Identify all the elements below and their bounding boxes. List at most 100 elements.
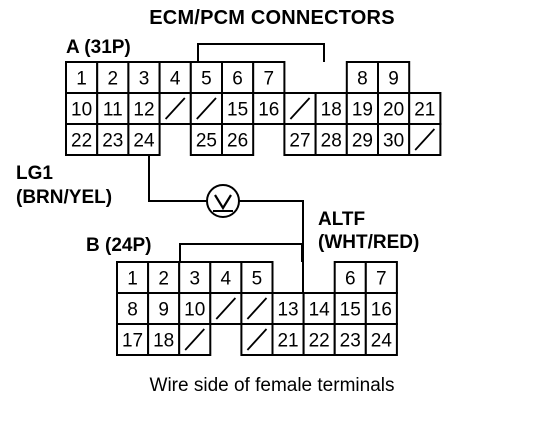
- diagram-title: ECM/PCM CONNECTORS: [149, 7, 395, 29]
- connector-a-cell: 22: [65, 123, 99, 156]
- connector-a-terminal-number: 10: [71, 100, 92, 121]
- connector-a-terminal-number: 19: [352, 100, 373, 121]
- connector-b-terminal-number: 8: [127, 300, 138, 321]
- connector-b-cell: 3: [178, 261, 212, 294]
- connector-a-cell: 8: [345, 61, 379, 94]
- connector-b-cell: 8: [116, 292, 150, 325]
- connector-a-terminal-number: 1: [76, 69, 87, 90]
- connector-a-cell: 20: [377, 92, 411, 125]
- connector-b-terminal-number: 21: [277, 331, 298, 352]
- connector-b-terminal-number: 13: [277, 300, 298, 321]
- connector-a-terminal-number: 11: [103, 100, 123, 121]
- connector-a-cell: 1: [65, 61, 99, 94]
- connector-a-terminal-number: 5: [201, 69, 212, 90]
- connector-a-terminal-number: 16: [258, 100, 279, 121]
- connector-a-empty-slot: [414, 128, 436, 151]
- connector-b-cell: 21: [271, 323, 305, 356]
- connector-b-cell: 4: [209, 261, 243, 294]
- connector-a-cell: 15: [221, 92, 255, 125]
- connector-b-terminal-number: 7: [376, 269, 387, 290]
- connector-a-cell: 27: [283, 123, 317, 156]
- connector-a-terminal-number: 26: [227, 131, 248, 152]
- connector-b-cell: 18: [147, 323, 181, 356]
- diagram-caption: Wire side of female terminals: [149, 375, 395, 396]
- connector-b-cell: 9: [147, 292, 181, 325]
- connector-b-cell: 6: [333, 261, 367, 294]
- connector-b-terminal-number: 3: [189, 269, 200, 290]
- wire-lg1-color: (BRN/YEL): [16, 187, 113, 208]
- connector-a-cell: 7: [252, 61, 286, 94]
- connector-a-cell: 28: [314, 123, 348, 156]
- connector-a-cell: 6: [221, 61, 255, 94]
- connector-a-terminal-number: 2: [108, 69, 119, 90]
- connector-b-terminal-number: 22: [309, 331, 330, 352]
- connector-b-cell: 2: [147, 261, 181, 294]
- wire-altf-color: (WHT/RED): [318, 232, 420, 253]
- connector-b-empty-slot: [246, 328, 268, 351]
- connector-a-cell: 11: [96, 92, 130, 125]
- connector-a-terminal-number: 7: [264, 69, 275, 90]
- connector-a-cell: [283, 92, 317, 125]
- connector-a-terminal-number: 23: [102, 131, 123, 152]
- connector-b-cell: 10: [178, 292, 212, 325]
- connector-b-terminal-number: 18: [153, 331, 174, 352]
- connector-b-cell: 1: [116, 261, 150, 294]
- connector-b-cell: 13: [271, 292, 305, 325]
- connector-b-terminal-number: 4: [221, 269, 232, 290]
- connector-a-cell: 21: [408, 92, 442, 125]
- wire-lg1: [148, 155, 207, 202]
- wire-lg1-name: LG1: [16, 163, 53, 184]
- connector-b-cell: [178, 323, 212, 356]
- wiring: [148, 155, 304, 292]
- connector-a-cell: 24: [127, 123, 161, 156]
- connector-a-cell: 16: [252, 92, 286, 125]
- connector-b-terminal-number: 10: [184, 300, 205, 321]
- connector-a-cell: [408, 123, 442, 156]
- connector-a-cell: 18: [314, 92, 348, 125]
- wire-altf: [239, 200, 304, 292]
- connector-a-terminal-number: 24: [133, 131, 155, 152]
- connector-b-terminal-number: 23: [340, 331, 361, 352]
- connector-b-cell: 15: [333, 292, 367, 325]
- connector-a-tab: [197, 43, 325, 62]
- connector-a-terminal-number: 12: [133, 100, 154, 121]
- connector-a-terminal-number: 9: [388, 69, 399, 90]
- connector-b-cell: 24: [364, 323, 398, 356]
- connector-a-cell: 9: [377, 61, 411, 94]
- connector-b-terminal-number: 5: [252, 269, 263, 290]
- connector-b-cell: 16: [364, 292, 398, 325]
- connector-a-terminal-number: 3: [139, 69, 150, 90]
- connector-a-terminal-number: 28: [321, 131, 342, 152]
- connector-b-cell: 5: [240, 261, 274, 294]
- connector-b-terminal-number: 6: [345, 269, 356, 290]
- connector-a-cell: [189, 92, 224, 125]
- connector-a-terminal-number: 15: [227, 100, 248, 121]
- connector-b-cell: 17: [116, 323, 150, 356]
- connector-a-cell: 12: [127, 92, 161, 125]
- connector-a-cell: 2: [96, 61, 130, 94]
- connector-b-empty-slot: [215, 297, 237, 320]
- connector-a-cell: 23: [96, 123, 130, 156]
- connector-b-terminal-number: 15: [340, 300, 361, 321]
- connector-a-cell: 29: [345, 123, 379, 156]
- connector-a-cell: 4: [158, 61, 192, 94]
- connector-a-terminal-number: 22: [71, 131, 92, 152]
- connector-a-empty-slot: [164, 97, 186, 120]
- connector-a-empty-slot: [289, 97, 311, 120]
- connector-a-cell: 10: [65, 92, 99, 125]
- connector-a-cell: [158, 92, 192, 125]
- connector-a-terminal-number: 29: [352, 131, 373, 152]
- connector-b-cell: [209, 292, 243, 325]
- connector-a-empty-slot: [196, 97, 217, 120]
- connector-a-cell: 19: [345, 92, 379, 125]
- connector-a-cell: 30: [377, 123, 411, 156]
- connector-b-cell: 14: [302, 292, 336, 325]
- connector-b-terminal-number: 9: [158, 300, 169, 321]
- connector-b-cell: 7: [364, 261, 398, 294]
- connector-b-empty-slot: [184, 328, 205, 351]
- connector-a-terminal-number: 4: [170, 69, 181, 90]
- connector-b-label: B (24P): [86, 235, 152, 256]
- connector-a-terminal-number: 27: [289, 131, 310, 152]
